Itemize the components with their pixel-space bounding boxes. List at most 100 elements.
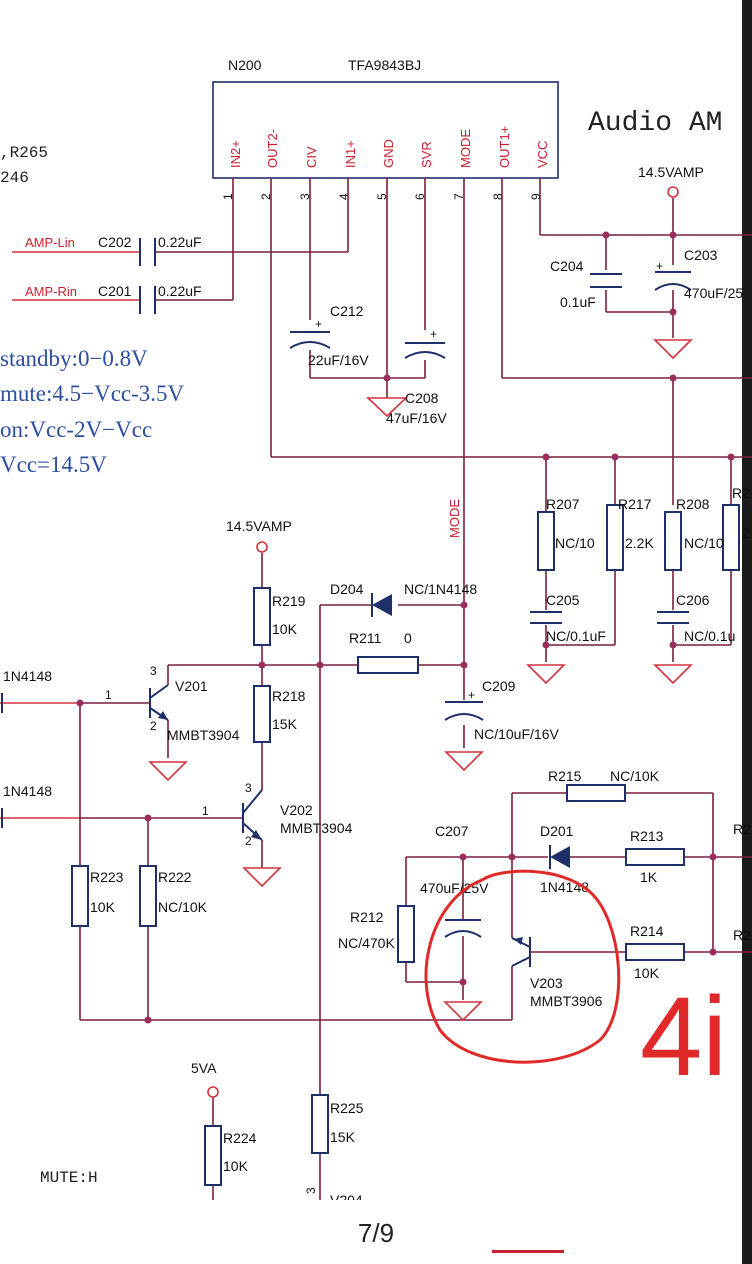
ground-c203	[653, 339, 693, 360]
r212-val: NC/470K	[338, 935, 395, 951]
r217-val: 2.2K	[625, 535, 654, 551]
v202-pin-b: 1	[202, 804, 209, 818]
resistor-r225	[311, 1094, 329, 1154]
r207-ref: R207	[546, 496, 580, 512]
r214-ref: R214	[630, 923, 664, 939]
c209-ref: C209	[482, 678, 516, 694]
capacitor-c202	[139, 238, 156, 266]
r2-right-2: R2	[733, 927, 751, 943]
cond-vcc: Vcc=14.5V	[0, 452, 107, 477]
resistor-r224	[204, 1125, 222, 1186]
v202-val: MMBT3904	[280, 820, 353, 836]
pin-name-out1p: OUT1+	[497, 126, 512, 168]
pin-name-out2m: OUT2-	[265, 129, 280, 168]
net-14v5-mid: 14.5VAMP	[226, 518, 292, 534]
r218-val: 15K	[272, 716, 298, 732]
resistor-r211	[357, 656, 419, 674]
junctions	[76, 231, 735, 1024]
ref-text-r265: ,R265	[0, 144, 48, 162]
diode-left-1-label: 1N4148	[3, 668, 52, 684]
v202-pin-e: 2	[245, 834, 252, 848]
ic-n200: N200 TFA9843BJ IN2+ OUT2- CIV IN1+ GND S…	[212, 57, 559, 200]
page-indicator: 7/9	[357, 1218, 395, 1248]
handwritten-4i: 4i	[640, 974, 727, 1099]
ground-v202	[242, 867, 282, 888]
capacitor-c206	[657, 611, 689, 624]
transistor-v202	[242, 789, 263, 841]
resistor-r214	[625, 943, 685, 961]
r225-ref: R225	[330, 1100, 364, 1116]
svg-text:+: +	[656, 259, 663, 273]
diode-d201	[549, 845, 570, 869]
r215-ref: R215	[548, 768, 582, 784]
ref-text-246: 246	[0, 169, 29, 187]
net-mode-vertical: MODE	[447, 499, 462, 538]
c212-val: 22uF/16V	[308, 352, 369, 368]
r212-ref: R212	[350, 909, 384, 925]
capacitor-c204	[590, 273, 622, 288]
capacitor-c209	[444, 701, 484, 721]
pin-num-2: 2	[259, 193, 273, 200]
pin-name-vcc: VCC	[535, 141, 550, 168]
v201-pin-e: 2	[150, 719, 157, 733]
r223-val: 10K	[90, 899, 116, 915]
r213-ref: R213	[630, 828, 664, 844]
v202-ref: V202	[280, 802, 313, 818]
capacitor-c207	[444, 919, 482, 938]
v201-ref: V201	[175, 678, 208, 694]
ic-ref-label: N200	[228, 57, 262, 73]
c206-val: NC/0.1u	[684, 628, 735, 644]
pin-num-1: 1	[221, 193, 235, 200]
r219-ref: R219	[272, 593, 306, 609]
r223-ref: R223	[90, 869, 124, 885]
transistor-v201	[149, 684, 169, 721]
v203-val: MMBT3906	[530, 993, 603, 1009]
ground-v201	[148, 761, 188, 782]
v201-pin-c: 3	[150, 664, 157, 678]
pin-name-in1p: IN1+	[343, 140, 358, 168]
resistor-r218	[253, 685, 271, 743]
c202-ref: C202	[98, 234, 132, 250]
labels: AMP-Lin AMP-Rin C202 0.22uF C201 0.22uF …	[3, 164, 751, 1208]
pin-name-svr: SVR	[419, 141, 434, 168]
d204-val: NC/1N4148	[404, 581, 477, 597]
page-edge	[742, 0, 752, 1264]
c209-val: NC/10uF/16V	[474, 726, 559, 742]
r2x-ref: R2	[732, 485, 750, 501]
c208-val: 47uF/16V	[386, 410, 447, 426]
page-bottom-margin	[0, 1200, 742, 1264]
ground-c207	[443, 1001, 483, 1022]
c204-val: 0.1uF	[560, 294, 596, 310]
pin-name-mode: MODE	[458, 129, 473, 168]
resistors	[71, 504, 740, 1186]
r213-val: 1K	[640, 869, 658, 885]
transistor-v203	[511, 937, 531, 967]
r225-val: 15K	[330, 1129, 356, 1145]
capacitor-c208	[404, 342, 446, 359]
ground-c205	[526, 664, 566, 685]
r222-val: NC/10K	[158, 899, 208, 915]
r218-ref: R218	[272, 688, 306, 704]
net-amp-rin: AMP-Rin	[25, 284, 77, 299]
diode-left-2-label: 1N4148	[3, 783, 52, 799]
r217-ref: R217	[618, 496, 652, 512]
v202-pin-c: 3	[245, 781, 252, 795]
r208-ref: R208	[676, 496, 710, 512]
cond-mute: mute:4.5−Vcc-3.5V	[0, 381, 185, 406]
capacitor-c205	[530, 611, 562, 624]
ground-c206	[653, 664, 693, 685]
r214-val: 10K	[634, 965, 660, 981]
c203-ref: C203	[684, 247, 718, 263]
diode-d204	[371, 593, 392, 617]
cond-standby: standby:0−0.8V	[0, 346, 148, 371]
r215-val: NC/10K	[610, 768, 660, 784]
r2x-val: 2	[742, 525, 750, 541]
resistor-r215	[566, 784, 626, 802]
v201-pin-b: 1	[105, 688, 112, 702]
audio-amp-heading: Audio AM	[588, 108, 722, 139]
resistor-r217	[606, 504, 624, 571]
ground-c209	[444, 751, 484, 772]
svg-text:+: +	[430, 327, 437, 341]
c205-ref: C205	[546, 592, 580, 608]
